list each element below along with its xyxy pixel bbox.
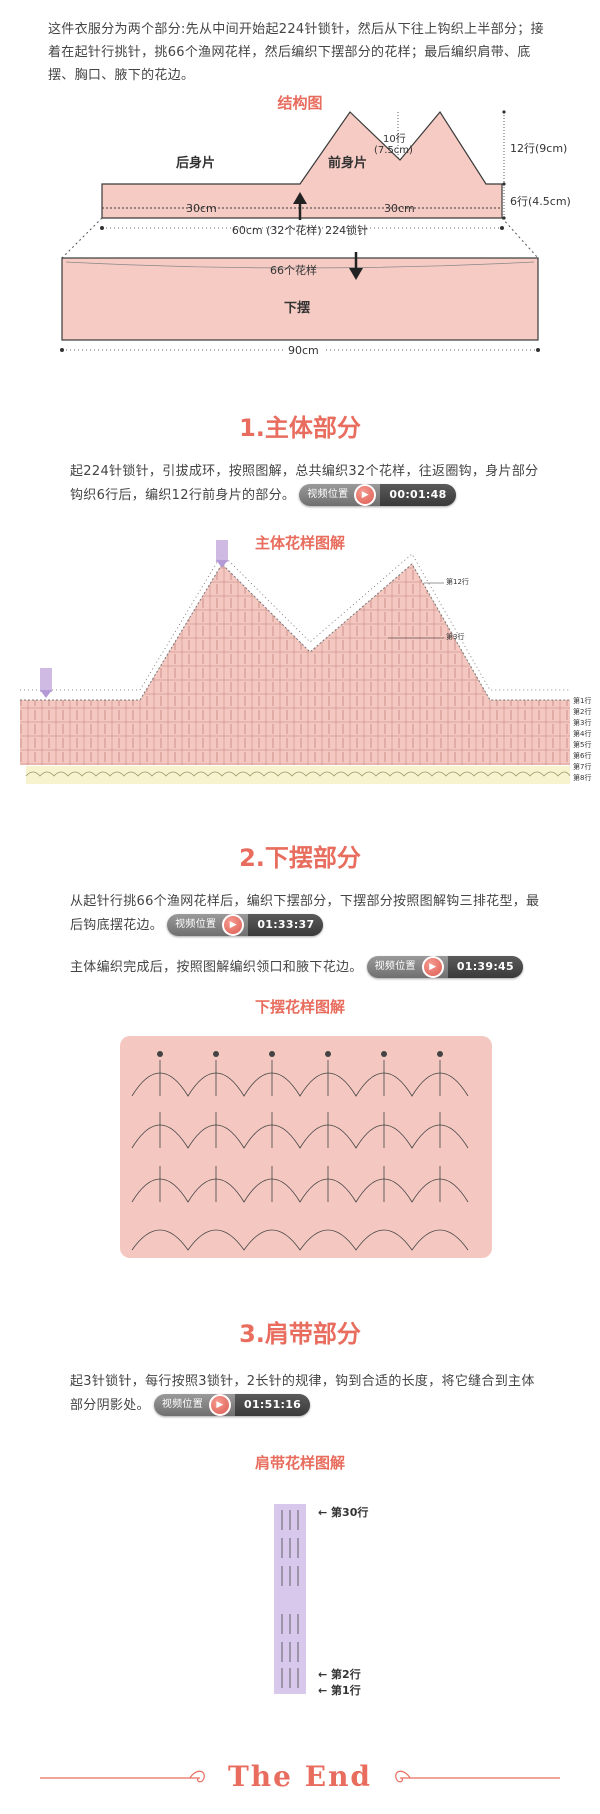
hem-pattern-chart xyxy=(120,1036,492,1258)
the-end-text: The End xyxy=(227,1760,373,1793)
video-link-1[interactable]: 视频位置▶00:01:48 xyxy=(299,483,456,506)
section2-text1: 从起针行挑66个渔网花样后，编织下摆部分，下摆部分按照图解钩三排花型，最后钩底摆… xyxy=(70,890,540,938)
strap-row2: ← 第2行 xyxy=(318,1668,361,1681)
section3-text: 起3针锁针，每行按照3锁针，2长针的规律，钩到合适的长度，将它缝合到主体部分阴影… xyxy=(70,1370,540,1418)
row-label-3-top: 第3行 xyxy=(446,633,465,641)
section1-chart-title: 主体花样图解 xyxy=(254,534,345,552)
structure-title: 结构图 xyxy=(277,94,323,112)
width-90-label: 90cm xyxy=(284,344,323,357)
strap-pattern-chart xyxy=(274,1504,306,1694)
main-pattern-chart xyxy=(20,540,571,784)
front-piece-label: 前身片 xyxy=(328,156,368,171)
section1-text: 起224针锁针，引拔成环，按照图解，总共编织32个花样，往返圈钩，身片部分钩织6… xyxy=(70,460,540,508)
rows-10-label: 10行 xyxy=(383,134,406,145)
section2-text2: 主体编织完成后，按照图解编织领口和腋下花边。视频位置▶01:39:45 xyxy=(70,955,540,980)
row-labels-side: 第1行 第2行 第3行 第4行 第5行 第6行 第7行 第8行 xyxy=(573,697,592,782)
upper-body-shape xyxy=(101,110,503,219)
play-icon: ▶ xyxy=(222,913,245,936)
section3-chart-title: 肩带花样图解 xyxy=(254,1454,345,1472)
video-link-2[interactable]: 视频位置▶01:33:37 xyxy=(167,913,324,936)
hem-shape xyxy=(61,257,539,341)
back-piece-label: 后身片 xyxy=(176,156,216,171)
hem-label: 下摆 xyxy=(284,301,311,316)
video-link-3[interactable]: 视频位置▶01:39:45 xyxy=(366,955,523,978)
play-icon: ▶ xyxy=(209,1393,232,1416)
section3-title: 3.肩带部分 xyxy=(239,1320,361,1348)
intro-text: 这件衣服分为两个部分:先从中间开始起224针锁针，然后从下往上钩织上半部分；接着… xyxy=(48,22,544,83)
left-30cm-label: 30cm xyxy=(186,202,217,215)
cm-75-label: (7.5cm) xyxy=(374,145,413,156)
strap-row30: ← 第30行 xyxy=(318,1506,369,1519)
section2-title: 2.下摆部分 xyxy=(239,844,361,872)
video-link-4[interactable]: 视频位置▶01:51:16 xyxy=(153,1393,311,1416)
play-icon: ▶ xyxy=(354,483,377,506)
section1-title: 1.主体部分 xyxy=(239,414,361,442)
pattern-66-label: 66个花样 xyxy=(270,264,317,277)
chain-label: 60cm (32个花样) 224锁针 xyxy=(231,224,369,237)
rows-6-label: 6行(4.5cm) xyxy=(510,195,571,208)
structure-diagram xyxy=(60,110,540,352)
rows-12-label: 12行(9cm) xyxy=(510,142,568,155)
play-icon: ▶ xyxy=(421,955,444,978)
row-label-12: 第12行 xyxy=(446,578,469,586)
section2-chart-title: 下摆花样图解 xyxy=(254,998,345,1016)
strap-row1: ← 第1行 xyxy=(318,1684,361,1697)
end-divider xyxy=(40,1770,560,1783)
right-30cm-label: 30cm xyxy=(384,202,415,215)
